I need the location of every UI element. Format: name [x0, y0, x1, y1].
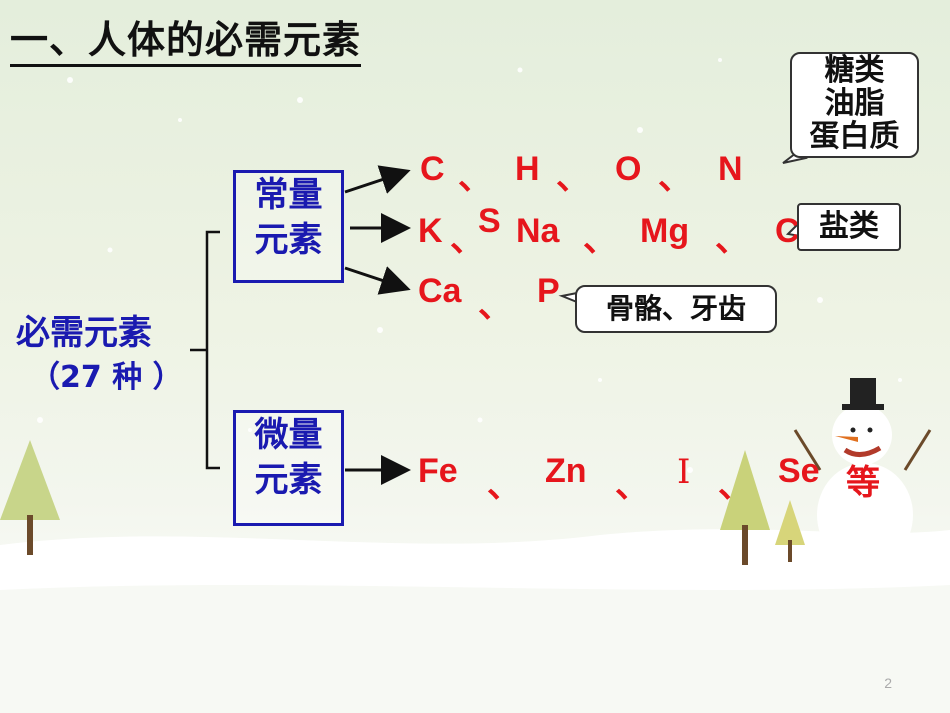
- separator: 、: [715, 221, 749, 259]
- page-number: 2: [884, 675, 892, 691]
- element-Cl-partial: C: [775, 212, 800, 250]
- callout-organic-nutrients: 糖类 油脂 蛋白质: [790, 52, 919, 158]
- trace-element-box: 微量 元素: [233, 410, 344, 526]
- element-C: C: [420, 150, 445, 188]
- element-Se: Se: [778, 452, 820, 490]
- element-S: S: [478, 202, 501, 240]
- element-Na: Na: [516, 212, 560, 250]
- element-I: I: [677, 452, 691, 492]
- separator: 、: [478, 287, 512, 325]
- separator: 、: [487, 467, 521, 505]
- separator: 、: [458, 159, 492, 197]
- callout-line-fat: 油脂: [824, 86, 885, 121]
- separator: 、: [658, 159, 692, 197]
- snowman: [793, 378, 932, 567]
- separator: 、: [556, 159, 590, 197]
- separator: 、: [718, 467, 752, 505]
- macro-line2: 元素: [254, 220, 323, 260]
- trace-line1: 微量: [254, 415, 323, 455]
- callout-bones-teeth: 骨骼、牙齿: [575, 285, 777, 333]
- tree-left: [0, 440, 60, 555]
- macro-line1: 常量: [254, 175, 323, 215]
- separator: 、: [450, 221, 484, 259]
- element-Fe: Fe: [418, 452, 458, 490]
- macro-element-box: 常量 元素: [233, 170, 344, 283]
- element-P: P: [537, 272, 560, 310]
- element-Mg: Mg: [640, 212, 690, 250]
- callout-line-sugar: 糖类: [824, 53, 885, 88]
- separator: 、: [615, 467, 649, 505]
- callout-salts: 盐类: [797, 203, 901, 251]
- separator: 、: [583, 221, 617, 259]
- main-label: 必需元素: [16, 313, 152, 353]
- element-N: N: [718, 150, 743, 188]
- element-K: K: [418, 212, 443, 250]
- callout-line-protein: 蛋白质: [809, 119, 900, 154]
- main-count: （27 种 ）: [30, 360, 183, 395]
- element-Ca: Ca: [418, 272, 462, 310]
- element-O: O: [615, 150, 642, 188]
- element-H: H: [515, 150, 540, 188]
- slide-title: 一、人体的必需元素: [10, 18, 362, 67]
- etc-label: 等: [846, 463, 880, 503]
- trace-line2: 元素: [254, 460, 323, 500]
- element-Zn: Zn: [545, 452, 587, 490]
